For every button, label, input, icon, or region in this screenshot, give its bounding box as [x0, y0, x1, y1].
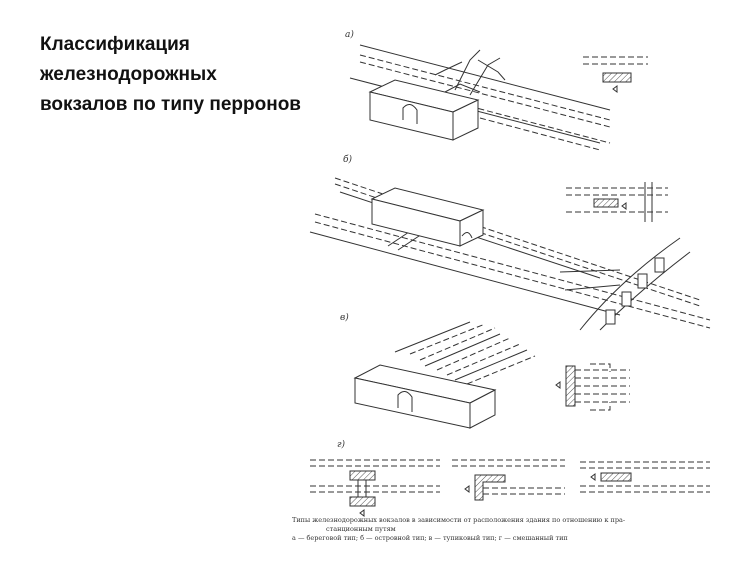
slide-title: Классификация железнодорожных вокзалов п…	[40, 30, 340, 120]
title-line-3: вокзалов по типу перронов	[40, 94, 301, 115]
drawing-v-terminal	[353, 321, 536, 429]
plan-a-coastal	[583, 56, 648, 93]
plan-g-mixed-3	[580, 461, 710, 493]
title-line-2: железнодорожных	[40, 64, 217, 85]
figure-label-b: б)	[343, 155, 353, 165]
figure-label-v: в)	[340, 313, 349, 323]
caption-line-2: станционным путям	[326, 525, 396, 533]
plan-g-mixed-2	[452, 459, 565, 501]
plan-v-terminal	[555, 363, 630, 411]
figure-label-g: г)	[337, 440, 346, 450]
plan-b-island	[566, 182, 668, 222]
drawing-a-coastal	[349, 44, 611, 151]
title-line-1: Классификация	[40, 34, 190, 55]
drawing-b-island	[309, 177, 711, 331]
caption-line-3: а — береговой тип; б — островной тип; в …	[292, 534, 568, 542]
figure-caption: Типы железнодорожных вокзалов в зависимо…	[292, 516, 732, 543]
figure-label-a: а)	[345, 30, 354, 40]
caption-line-1: Типы железнодорожных вокзалов в зависимо…	[292, 516, 626, 524]
plan-g-mixed-1	[310, 459, 440, 517]
